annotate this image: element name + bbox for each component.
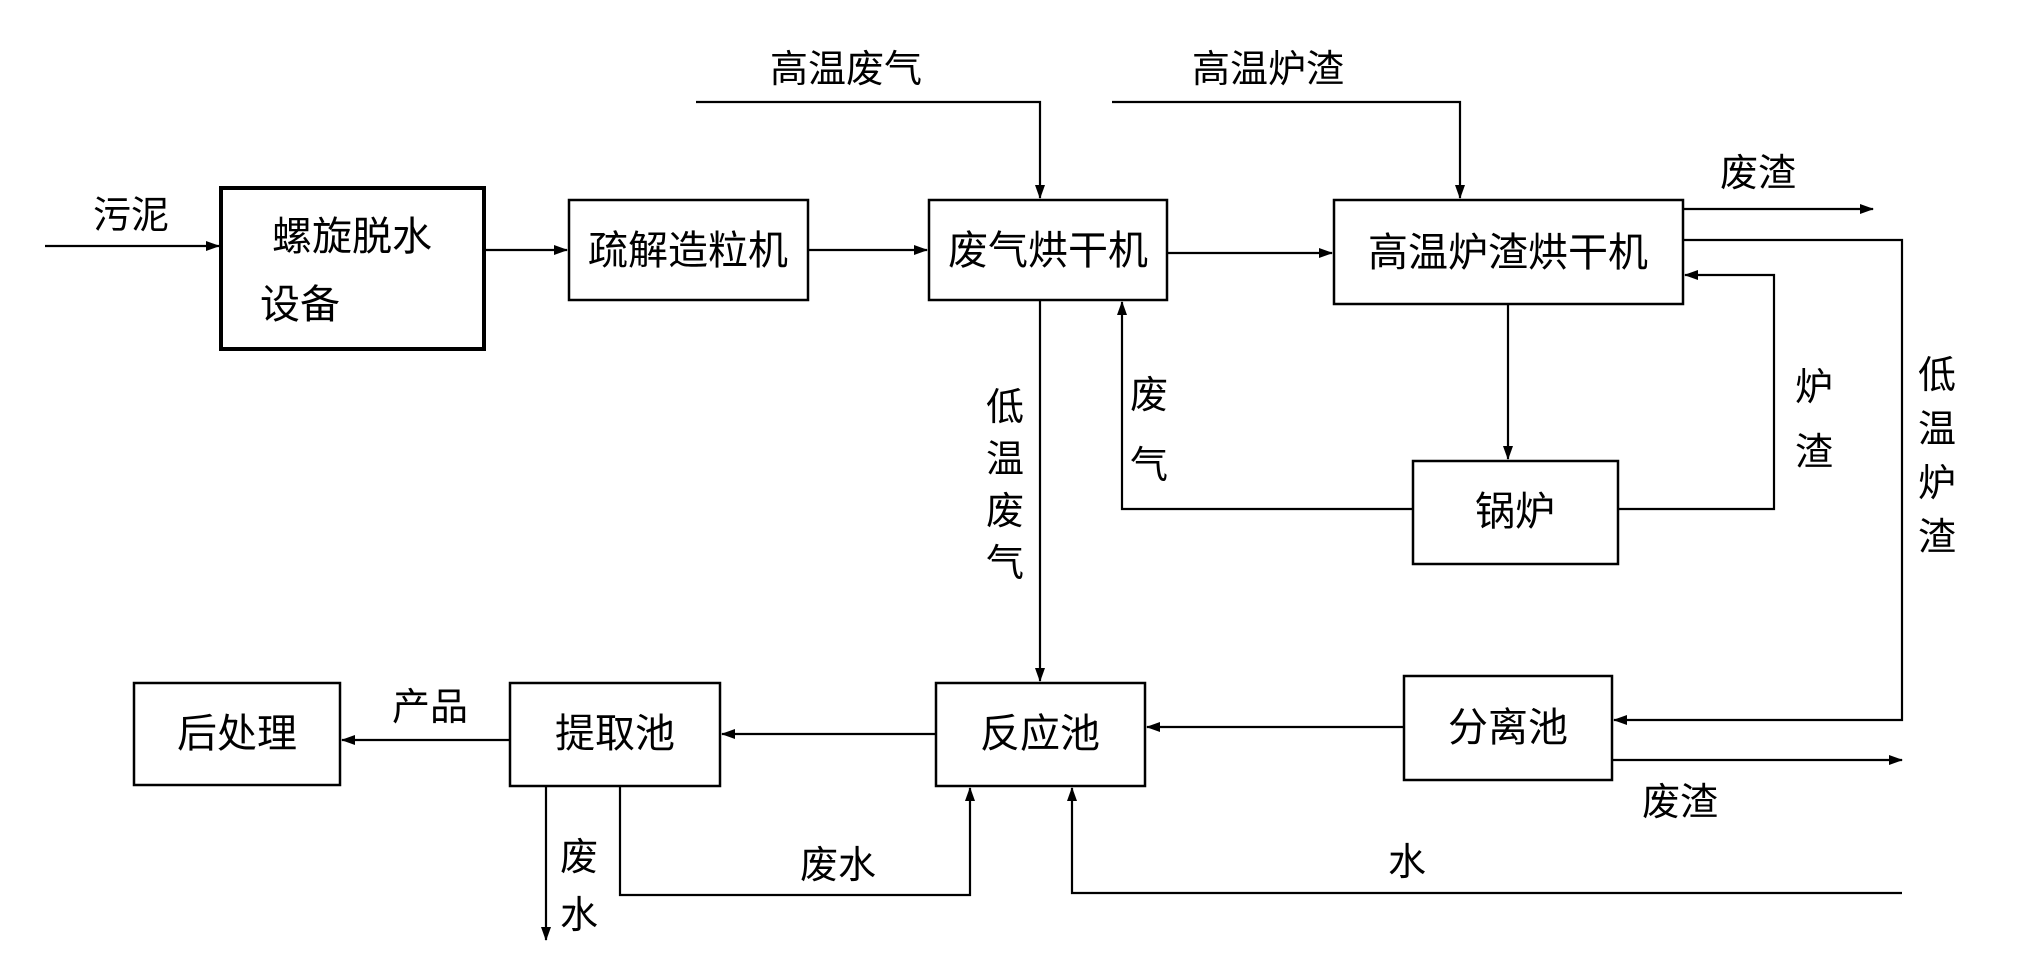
svg-text:低: 低 <box>1918 353 1956 397</box>
screw-dewatering-label-2: 设备 <box>260 282 340 328</box>
hot-slag-label: 高温炉渣 <box>1192 47 1344 91</box>
hot-slag-dryer-label: 高温炉渣烘干机 <box>1368 230 1648 276</box>
extraction-tank-box: 提取池 <box>508 681 722 788</box>
svg-text:废: 废 <box>560 835 598 879</box>
waste-gas-return-label: 废 气 <box>1130 373 1168 487</box>
waste-gas-dryer-box: 废气烘干机 <box>927 198 1169 302</box>
separation-tank-box: 分离池 <box>1402 674 1614 782</box>
svg-text:废: 废 <box>986 489 1024 533</box>
svg-text:废: 废 <box>1130 373 1168 417</box>
boiler-label: 锅炉 <box>1475 489 1555 535</box>
screw-dewatering-label-1: 螺旋脱水 <box>272 214 432 260</box>
svg-text:温: 温 <box>986 437 1024 481</box>
svg-text:炉: 炉 <box>1795 365 1833 409</box>
water-feed-arrow <box>1067 787 1902 895</box>
post-treatment-box: 后处理 <box>132 681 342 787</box>
svg-text:渣: 渣 <box>1918 515 1956 559</box>
low-temp-slag-arrow <box>1613 238 1904 725</box>
granulator-box: 疏解造粒机 <box>567 198 810 302</box>
low-temp-waste-gas-label: 低 温 废 气 <box>986 385 1024 585</box>
hot-slag-dryer-box: 高温炉渣烘干机 <box>1332 198 1685 306</box>
reaction-tank-box: 反应池 <box>934 681 1147 788</box>
svg-text:水: 水 <box>560 893 598 937</box>
separation-tank-label: 分离池 <box>1448 705 1568 751</box>
svg-text:渣: 渣 <box>1795 430 1833 474</box>
waste-gas-dryer-label: 废气烘干机 <box>948 228 1148 274</box>
slag-return-label: 炉 渣 <box>1795 365 1833 474</box>
waste-slag-bottom-label: 废渣 <box>1642 780 1718 824</box>
svg-text:气: 气 <box>986 541 1024 585</box>
boiler-box: 锅炉 <box>1411 459 1620 566</box>
slag-return-arrow <box>1618 270 1776 511</box>
low-temp-slag-label: 低 温 炉 渣 <box>1918 353 1956 559</box>
svg-text:炉: 炉 <box>1918 461 1956 505</box>
waste-water-side-label: 废 水 <box>560 835 598 937</box>
water-label: 水 <box>1388 840 1426 884</box>
sludge-label: 污泥 <box>93 193 169 237</box>
waste-gas-return-arrow <box>1117 301 1413 511</box>
hot-waste-gas-feed-arrow <box>696 100 1045 199</box>
waste-water-return-label: 废水 <box>800 843 876 887</box>
waste-water-return-arrow <box>618 786 975 897</box>
svg-text:气: 气 <box>1130 443 1168 487</box>
screw-dewatering-box: 螺旋脱水 设备 <box>219 186 486 351</box>
svg-text:低: 低 <box>986 385 1024 429</box>
extraction-tank-label: 提取池 <box>555 711 675 757</box>
waste-slag-top-label: 废渣 <box>1720 151 1796 195</box>
reaction-tank-label: 反应池 <box>980 711 1100 757</box>
svg-text:温: 温 <box>1918 407 1956 451</box>
product-label: 产品 <box>392 685 468 729</box>
hot-waste-gas-label: 高温废气 <box>770 47 922 91</box>
post-treatment-label: 后处理 <box>177 711 297 757</box>
granulator-label: 疏解造粒机 <box>588 228 788 274</box>
hot-slag-feed-arrow <box>1112 100 1465 199</box>
